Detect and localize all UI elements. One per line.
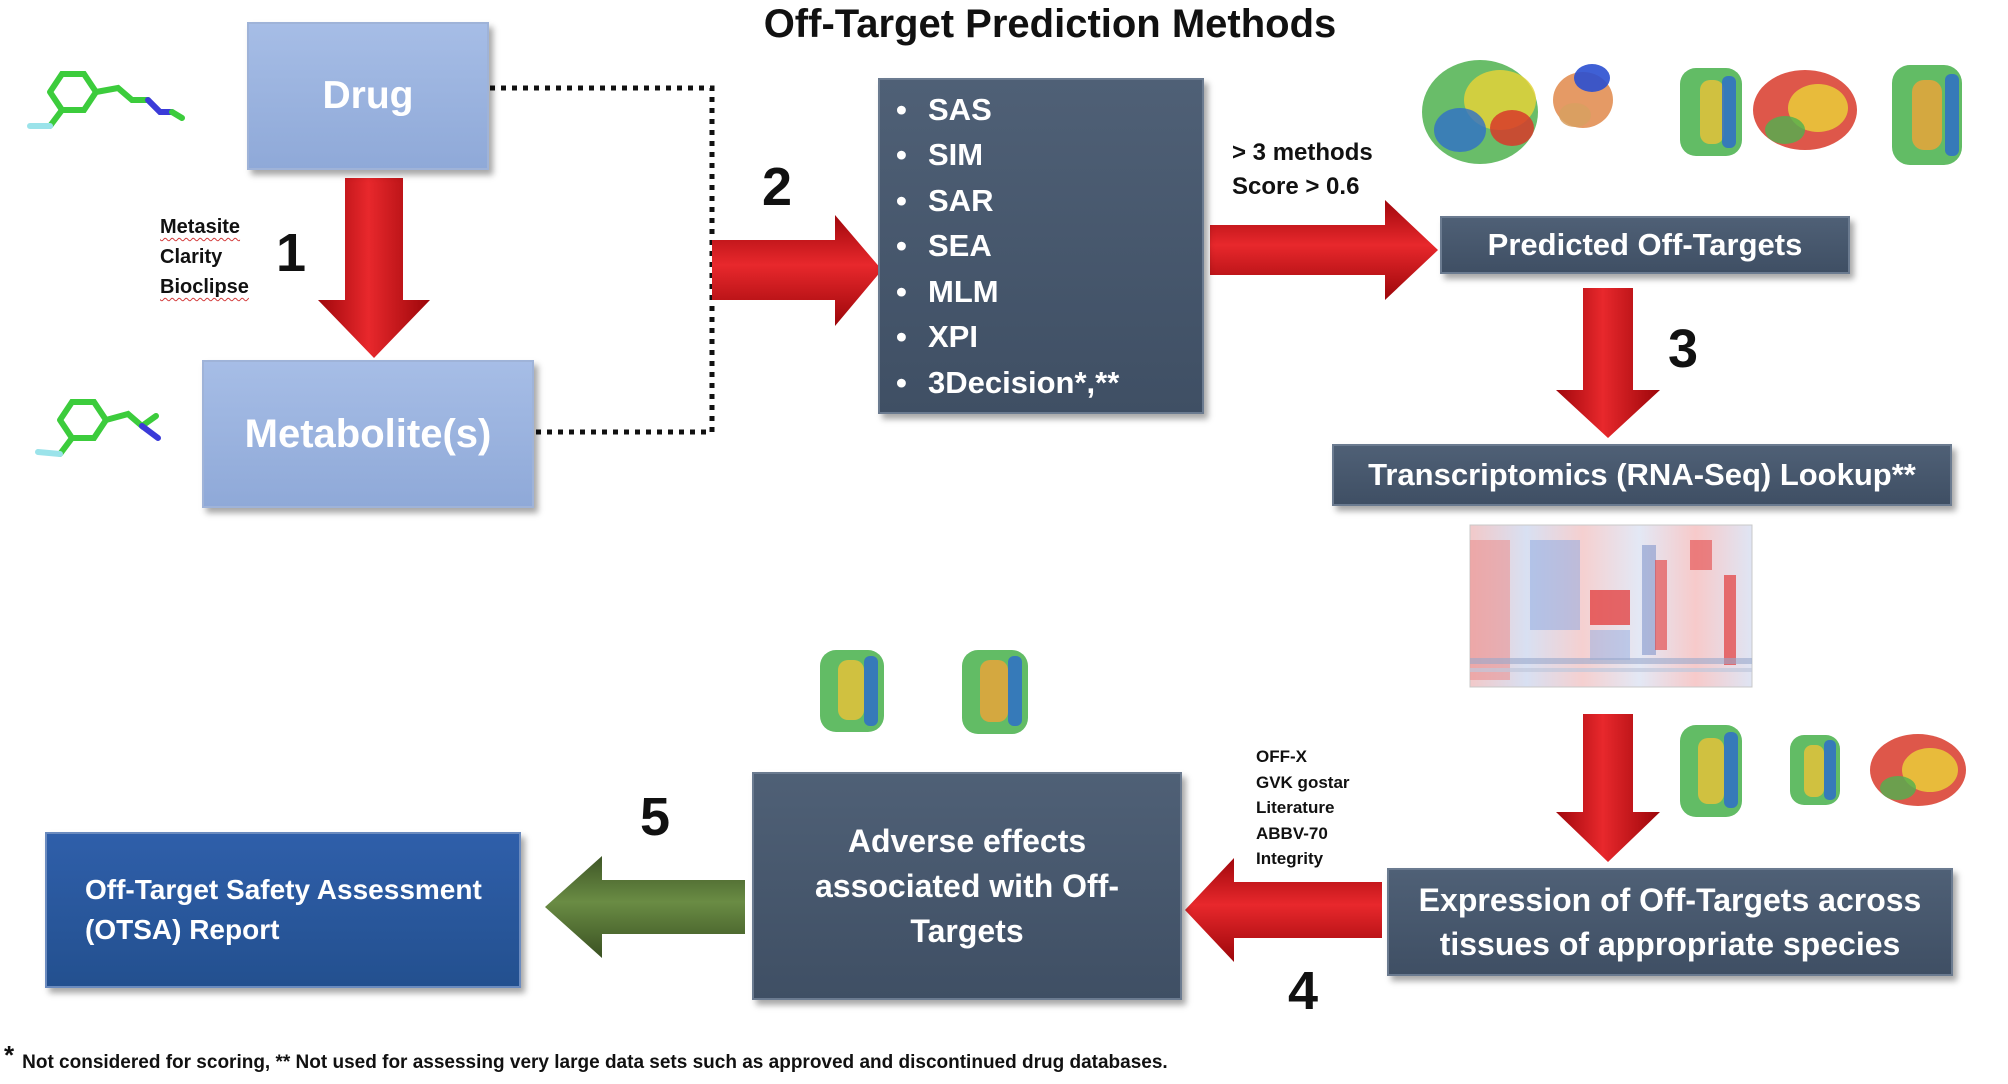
methods-list: •SAS •SIM •SAR •SEA •MLM •XPI •3Decision… [880,87,1119,406]
footnote: * Not considered for scoring, ** Not used… [4,1040,1168,1074]
footnote-star: * [4,1040,15,1070]
arrow-to-predicted [1210,200,1438,300]
criteria-list: > 3 methods Score > 0.6 [1232,136,1373,204]
arrow-step-4 [1185,858,1382,962]
predicted-off-targets-box: Predicted Off-Targets [1440,216,1850,274]
diagram-title: Off-Target Prediction Methods [763,2,1337,46]
protein-structure-icon [962,650,1028,734]
step-number-5: 5 [640,787,671,847]
database-label: GVK gostar [1256,772,1350,792]
method-item: •MLM [896,273,999,309]
protein-structure-icon [1680,725,1742,817]
metabolites-label: Metabolite(s) [244,411,492,456]
protein-structure-icon [1753,70,1857,150]
protein-structure-icon [1553,64,1613,128]
otsa-report-label: Off-Target Safety Assessment (OTSA) Repo… [85,874,482,945]
rna-seq-heatmap [1469,524,1753,688]
transcriptomics-box: Transcriptomics (RNA-Seq) Lookup** [1332,444,1952,506]
transcriptomics-label: Transcriptomics (RNA-Seq) Lookup** [1368,457,1916,492]
drug-molecule-icon [27,71,185,129]
protein-structure-icon [1790,735,1840,805]
method-item: •SIM [896,137,984,173]
method-item: •SAR [896,182,994,218]
tool-label: Bioclipse [160,276,249,298]
method-item: •SEA [896,228,992,264]
step-number-1: 1 [276,223,307,283]
databases-list: OFF-X GVK gostar Literature ABBV-70 Inte… [1256,744,1350,872]
step-number-4: 4 [1288,961,1319,1021]
footnote-text: Not considered for scoring, ** Not used … [22,1052,1168,1073]
arrow-step-1 [318,178,430,358]
protein-structure-icon [1892,65,1962,165]
criteria-label: Score > 0.6 [1232,173,1360,200]
database-label: ABBV-70 [1256,823,1328,843]
step-number-2: 2 [762,157,793,217]
database-label: Integrity [1256,849,1324,868]
arrow-step-5 [545,856,745,958]
expression-label: Expression of Off-Targets across tissues… [1418,882,1922,962]
otsa-report-box: Off-Target Safety Assessment (OTSA) Repo… [45,832,521,988]
methods-box: •SAS •SIM •SAR •SEA •MLM •XPI •3Decision… [878,78,1204,414]
method-item: •XPI [896,319,978,355]
drug-label: Drug [322,74,414,117]
expression-box: Expression of Off-Targets across tissues… [1387,868,1953,976]
drug-box: Drug [247,22,489,170]
dotted-connector [490,85,715,435]
metabolite-molecule-icon [35,399,161,457]
metabolites-box: Metabolite(s) [202,360,534,508]
metabolism-tools-list: Metasite Clarity Bioclipse [160,212,249,302]
protein-structure-icon [1422,60,1538,164]
database-label: OFF-X [1256,747,1307,766]
step-number-3: 3 [1668,319,1699,379]
method-item: •3Decision*,** [896,364,1120,400]
arrow-to-expression [1556,714,1660,862]
arrow-step-3 [1556,288,1660,438]
method-item: •SAS [896,91,992,127]
predicted-off-targets-label: Predicted Off-Targets [1487,227,1803,262]
protein-structure-icon [1680,68,1742,156]
tool-label: Metasite [160,216,241,238]
adverse-effects-box: Adverse effects associated with Off-Targ… [752,772,1182,1000]
database-label: Literature [1256,798,1335,817]
arrow-step-2 [712,215,882,326]
tool-label: Clarity [160,246,223,268]
protein-structure-icon [1870,734,1966,806]
criteria-label: > 3 methods [1232,139,1373,166]
adverse-effects-label: Adverse effects associated with Off-Targ… [814,822,1120,949]
protein-structure-icon [820,650,884,732]
